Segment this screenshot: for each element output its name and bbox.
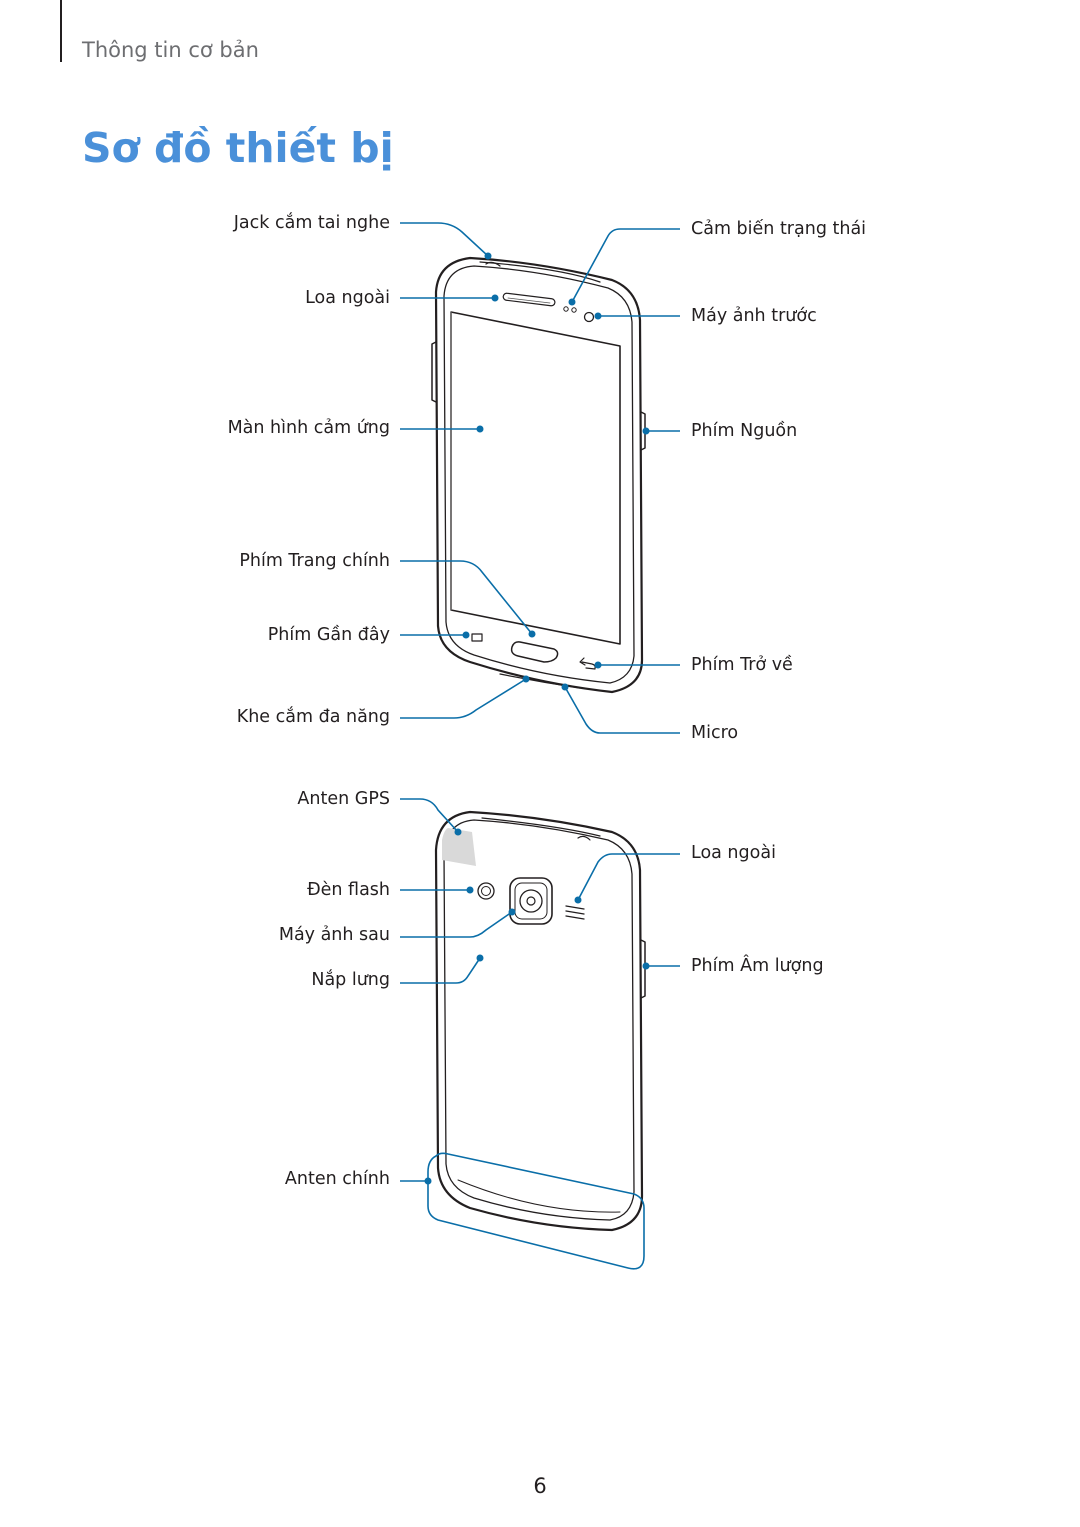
back-jack-hole <box>577 835 591 841</box>
label-rear-speaker: Loa ngoài <box>691 843 776 863</box>
label-gps-antenna: Anten GPS <box>297 789 390 809</box>
callout-microphone <box>564 686 680 734</box>
back-top-edge <box>481 817 601 837</box>
dot-proximity <box>568 298 576 306</box>
rear-speaker-line-3 <box>565 915 585 920</box>
back-key-glyph <box>579 657 596 670</box>
callout-dots <box>424 252 650 1185</box>
dot-main-antenna <box>424 1177 432 1185</box>
dot-back-cover <box>476 954 484 962</box>
sensor-dot-b <box>571 307 577 313</box>
label-recent-key: Phím Gần đây <box>267 625 390 645</box>
rear-speaker-line-1 <box>565 905 585 910</box>
label-proximity-sensor: Cảm biến trạng thái <box>691 219 867 239</box>
main-antenna-outline <box>427 1152 645 1270</box>
back-body-inner <box>443 819 635 1221</box>
dot-power <box>642 427 650 435</box>
dot-flash <box>466 886 474 894</box>
dot-recent-key <box>462 631 470 639</box>
label-flash: Đèn flash <box>307 880 390 900</box>
front-body-outer <box>434 256 644 694</box>
rear-camera-housing <box>509 877 553 925</box>
callouts <box>400 222 680 1270</box>
left-side-button <box>431 341 437 403</box>
headset-jack-hole <box>485 261 501 267</box>
dot-front-camera <box>594 312 602 320</box>
dot-multipurpose <box>522 675 530 683</box>
dot-home-key <box>528 630 536 638</box>
back-bottom-inner <box>457 1179 621 1213</box>
label-multipurpose-jack: Khe cắm đa năng <box>236 707 390 727</box>
label-back-cover: Nắp lưng <box>311 970 390 990</box>
callout-home-key <box>400 560 533 635</box>
sensor-dot-a <box>563 306 569 312</box>
front-camera-lens <box>583 311 595 323</box>
dot-back-key <box>594 661 602 669</box>
rear-camera-lens <box>519 889 543 913</box>
section-title: Thông tin cơ bản <box>82 38 259 62</box>
label-main-antenna: Anten chính <box>284 1169 390 1189</box>
callout-back-cover <box>400 957 481 984</box>
label-headset-jack: Jack cắm tai nghe <box>233 213 390 233</box>
page-title: Sơ đồ thiết bị <box>82 124 394 172</box>
label-rear-camera: Máy ảnh sau <box>278 925 390 945</box>
page-number: 6 <box>533 1474 547 1498</box>
front-body-inner <box>443 265 635 684</box>
callout-proximity <box>571 228 680 303</box>
home-key <box>510 641 559 663</box>
dot-speaker <box>491 294 499 302</box>
rear-speaker-line-2 <box>565 910 585 915</box>
back-phone <box>434 810 646 1232</box>
recent-key-glyph <box>471 633 483 642</box>
dot-microphone <box>561 683 569 691</box>
label-front-camera: Máy ảnh trước <box>691 306 817 326</box>
callout-multipurpose <box>400 678 527 719</box>
flash-lens <box>481 886 491 896</box>
label-volume-key: Phím Âm lượng <box>691 956 824 976</box>
dot-volume <box>642 962 650 970</box>
label-home-key: Phím Trang chính <box>239 551 390 571</box>
callout-gps <box>400 798 459 833</box>
front-screen <box>450 311 621 645</box>
back-body-outer <box>434 810 644 1232</box>
label-front-speaker: Loa ngoài <box>305 288 390 308</box>
label-touchscreen: Màn hình cảm ứng <box>227 418 390 438</box>
front-bottom-edge <box>499 673 581 689</box>
front-phone <box>431 256 646 694</box>
label-power-key: Phím Nguồn <box>691 421 798 441</box>
dot-touchscreen <box>476 425 484 433</box>
label-back-key: Phím Trở về <box>691 655 793 675</box>
flash-ring <box>477 882 495 900</box>
dot-rear-speaker <box>574 896 582 904</box>
gps-antenna-area <box>442 828 476 866</box>
callout-rear-camera <box>400 911 513 938</box>
earpiece-grille <box>502 292 556 307</box>
callout-headset-jack <box>400 222 489 257</box>
dot-rear-camera <box>508 908 516 916</box>
dot-headset-jack <box>484 252 492 260</box>
dot-gps <box>454 828 462 836</box>
header-rule <box>60 0 62 62</box>
label-microphone: Micro <box>691 723 739 743</box>
callout-rear-speaker <box>577 853 680 901</box>
